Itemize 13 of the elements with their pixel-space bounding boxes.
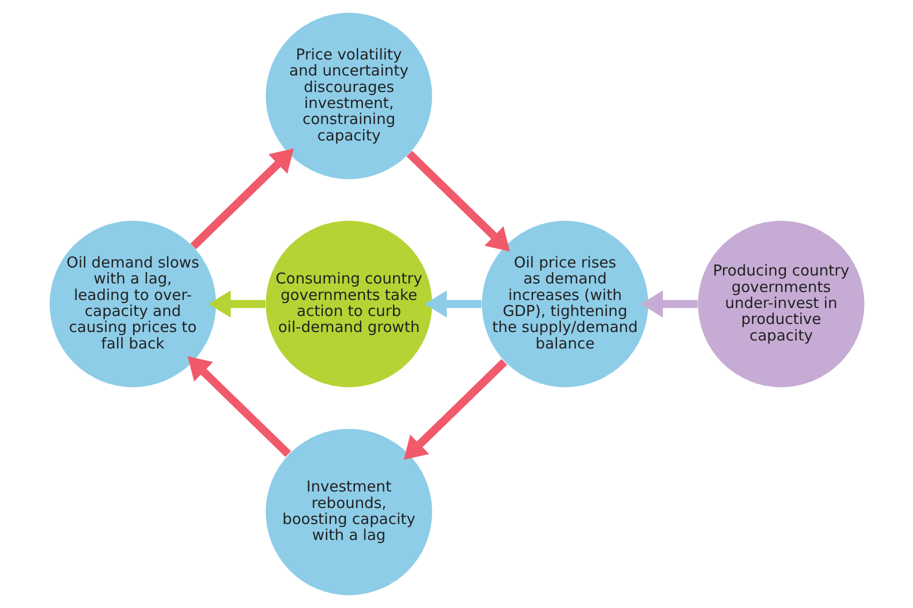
node-circle: Oil price rises as demand increases (with GDP), tightening the supply/demand balance xyxy=(481,220,648,388)
arrow xyxy=(406,150,510,252)
node-circle: Oil demand slows with a lag, leading to over-capacity and causing prices to fall back xyxy=(49,220,216,388)
arrow xyxy=(403,359,507,460)
arrow xyxy=(190,148,294,250)
node-circle: Consuming country governments take action to curb oil-demand growth xyxy=(265,220,432,388)
node-circle: Price volatility and uncertainty discourages investment, constraining capacity xyxy=(265,12,432,180)
arrow xyxy=(208,290,265,318)
node-circle: Producing country governments under-invest in productive capacity xyxy=(697,220,864,388)
node-circle: Investment rebounds, boosting capacity with a lag xyxy=(265,428,432,596)
arrow xyxy=(424,290,482,318)
arrow xyxy=(187,356,291,457)
arrow xyxy=(640,290,698,318)
